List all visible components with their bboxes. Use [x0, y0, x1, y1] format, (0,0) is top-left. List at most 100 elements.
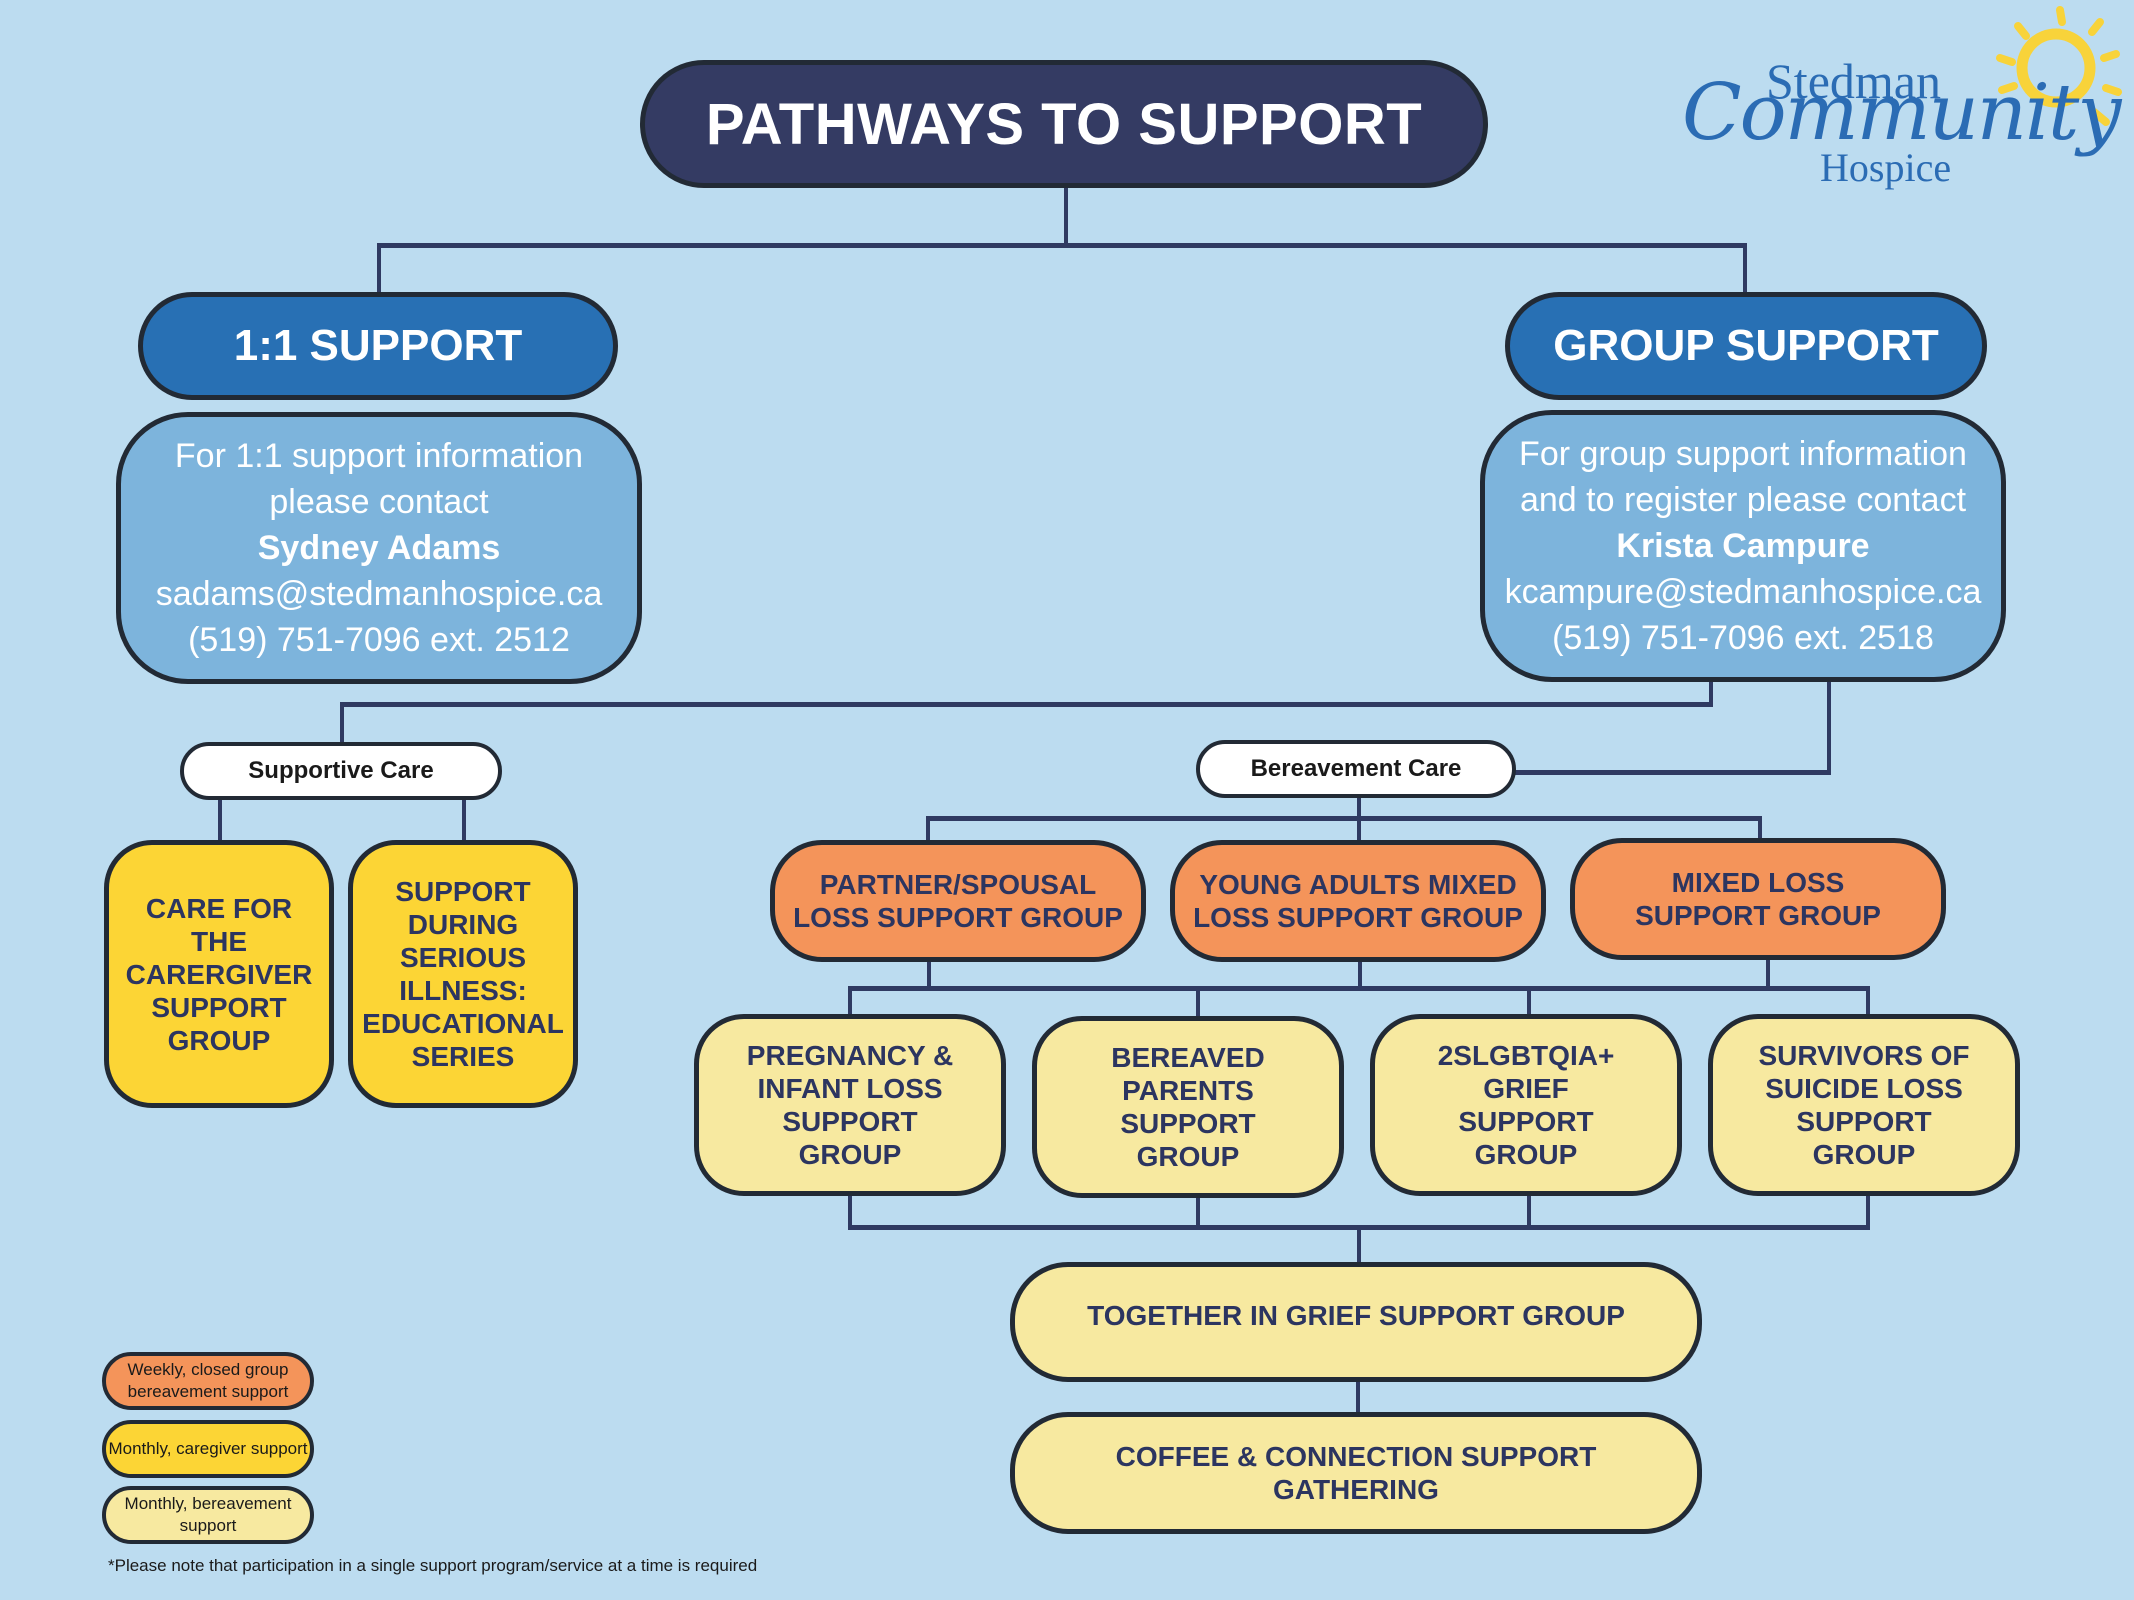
group-label-line: GATHERING: [1273, 1474, 1439, 1505]
serious-illness-educational-series[interactable]: SUPPORT DURING SERIOUS ILLNESS: EDUCATIO…: [348, 840, 578, 1108]
group-label-line: GROUP: [1474, 1139, 1578, 1170]
contact-name: Sydney Adams: [257, 529, 501, 567]
group-label-line: SERIES: [411, 1041, 515, 1072]
group-label-line: GROUP: [1136, 1141, 1240, 1172]
connector: [1758, 816, 1762, 842]
logo-community: Community: [1682, 68, 2121, 158]
group-label-line: YOUNG ADULTS MIXED: [1199, 869, 1517, 900]
logo-stedman: Stedman: [1766, 53, 1941, 109]
one-to-one-support-header: 1:1 SUPPORT: [138, 292, 618, 400]
supportive-care-label: Supportive Care: [180, 742, 502, 800]
group-label-line: EDUCATIONAL: [362, 1008, 564, 1039]
legend-weekly-closed: Weekly, closed group bereavement support: [102, 1352, 314, 1410]
contact-email[interactable]: kcampure@stedmanhospice.ca: [1504, 573, 1982, 611]
group-label-line: SURVIVORS OF: [1758, 1040, 1970, 1071]
group-label-line: ILLNESS:: [399, 975, 527, 1006]
connector: [1196, 1192, 1200, 1228]
group-label-line: GRIEF: [1483, 1073, 1569, 1104]
group-label-line: LOSS SUPPORT GROUP: [793, 902, 1123, 933]
connector: [340, 702, 1713, 707]
page-title: PATHWAYS TO SUPPORT: [640, 60, 1488, 188]
connector: [1866, 986, 1870, 1016]
group-label-line: 2SLGBTQIA+: [1437, 1040, 1615, 1071]
group-label-line: BEREAVED: [1111, 1042, 1265, 1073]
contact-intro-line: For group support information: [1519, 435, 1967, 473]
group-label-line: MIXED LOSS: [1671, 867, 1845, 898]
supportive-care-text: Supportive Care: [248, 757, 434, 784]
connector: [1358, 958, 1362, 990]
together-in-grief-group[interactable]: TOGETHER IN GRIEF SUPPORT GROUP: [1010, 1262, 1702, 1382]
connector: [218, 800, 222, 842]
connector: [926, 816, 930, 842]
connector: [848, 1192, 852, 1228]
one-to-one-support-label: 1:1 SUPPORT: [233, 321, 523, 370]
connector: [462, 800, 466, 842]
connector: [1527, 986, 1531, 1016]
care-for-caregiver-group[interactable]: CARE FOR THE CARERGIVER SUPPORT GROUP: [104, 840, 334, 1108]
group-label-line: SUPPORT: [1458, 1106, 1594, 1137]
group-label-line: SUPPORT: [395, 876, 531, 907]
contact-phone[interactable]: (519) 751-7096 ext. 2512: [188, 621, 570, 659]
partner-spousal-loss-group[interactable]: PARTNER/SPOUSAL LOSS SUPPORT GROUP: [770, 840, 1146, 962]
group-label-line: DURING: [407, 909, 519, 940]
legend-text: Weekly, closed group: [127, 1360, 289, 1379]
group-label-line: PREGNANCY &: [746, 1040, 954, 1071]
one-to-one-contact-card: For 1:1 support information please conta…: [116, 412, 642, 684]
logo-hospice: Hospice: [1820, 145, 1952, 190]
coffee-connection-gathering[interactable]: COFFEE & CONNECTION SUPPORT GATHERING: [1010, 1412, 1702, 1534]
group-label-line: GROUP: [798, 1139, 902, 1170]
pregnancy-infant-loss-group[interactable]: PREGNANCY & INFANT LOSS SUPPORT GROUP: [694, 1014, 1006, 1196]
connector: [1357, 816, 1361, 842]
connector: [1827, 680, 1831, 775]
contact-intro-line: For 1:1 support information: [174, 437, 584, 475]
contact-phone[interactable]: (519) 751-7096 ext. 2518: [1552, 619, 1934, 657]
group-label-line: SUICIDE LOSS: [1765, 1073, 1963, 1104]
connector: [1196, 986, 1200, 1016]
contact-intro-line: please contact: [269, 483, 489, 521]
young-adults-mixed-loss-group[interactable]: YOUNG ADULTS MIXED LOSS SUPPORT GROUP: [1170, 840, 1546, 962]
connector: [1356, 1377, 1360, 1415]
connector: [1527, 1192, 1531, 1228]
group-label-line: CARERGIVER: [125, 958, 313, 990]
connector: [1357, 1225, 1361, 1267]
connector: [1512, 770, 1831, 775]
page-title-text: PATHWAYS TO SUPPORT: [705, 91, 1423, 157]
connector: [1064, 186, 1068, 246]
legend-monthly-caregiver: Monthly, caregiver support: [102, 1420, 314, 1478]
2slgbtqia-grief-group[interactable]: 2SLGBTQIA+ GRIEF SUPPORT GROUP: [1370, 1014, 1682, 1196]
group-label-line: INFANT LOSS: [757, 1073, 943, 1104]
group-label-line: PARENTS: [1122, 1075, 1254, 1106]
bereavement-care-label: Bereavement Care: [1196, 740, 1516, 798]
mixed-loss-group[interactable]: MIXED LOSS SUPPORT GROUP: [1570, 838, 1946, 960]
bereavement-care-text: Bereavement Care: [1250, 755, 1462, 782]
connector: [1357, 798, 1361, 820]
connector: [848, 986, 852, 1016]
group-label-line: CARE FOR: [145, 892, 293, 924]
survivors-suicide-loss-group[interactable]: SURVIVORS OF SUICIDE LOSS SUPPORT GROUP: [1708, 1014, 2020, 1196]
connector: [1709, 680, 1713, 707]
connector: [377, 243, 1747, 248]
group-label-line: THE: [191, 925, 247, 957]
contact-name: Krista Campure: [1616, 527, 1870, 565]
group-label-line: SUPPORT: [151, 991, 287, 1023]
connector: [1743, 243, 1747, 293]
group-label-line: SUPPORT: [782, 1106, 918, 1137]
contact-email[interactable]: sadams@stedmanhospice.ca: [155, 575, 603, 613]
sun-icon: [1996, 6, 2122, 126]
group-label-line: SUPPORT: [1796, 1106, 1932, 1137]
connector: [848, 986, 1870, 991]
legend-monthly-bereavement: Monthly, bereavement support: [102, 1486, 314, 1544]
contact-intro-line: and to register please contact: [1519, 481, 1967, 519]
stedman-hospice-logo: Stedman Community Hospice: [1670, 6, 2130, 196]
connector: [926, 816, 1762, 821]
group-label-line: SUPPORT: [1120, 1108, 1256, 1139]
group-label-line: SUPPORT GROUP: [1635, 900, 1881, 931]
connector: [340, 702, 344, 744]
participation-footnote: *Please note that participation in a sin…: [108, 1556, 758, 1575]
bereaved-parents-group[interactable]: BEREAVED PARENTS SUPPORT GROUP: [1032, 1016, 1344, 1198]
legend-text: Monthly, caregiver support: [108, 1439, 308, 1458]
group-label-line: GROUP: [167, 1024, 271, 1056]
connector: [1766, 955, 1770, 990]
group-label-line: SERIOUS: [399, 942, 527, 973]
group-label-line: COFFEE & CONNECTION SUPPORT: [1115, 1441, 1597, 1472]
